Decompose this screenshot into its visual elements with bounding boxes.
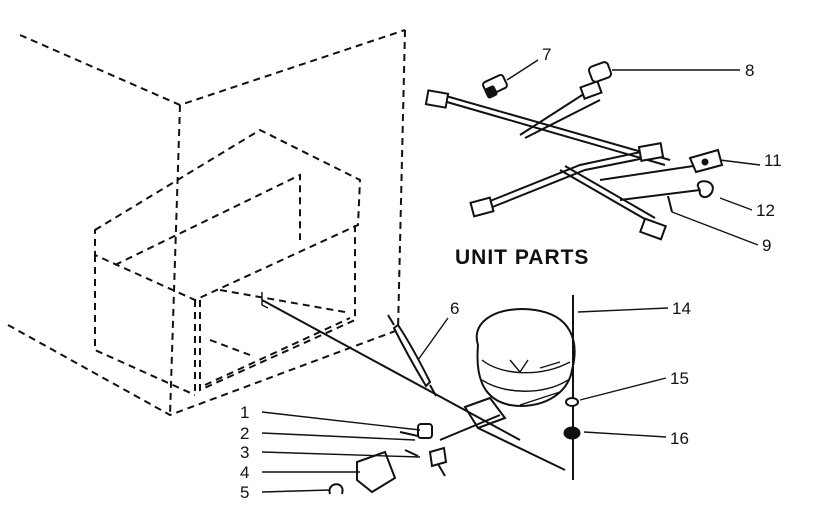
- callout-14: 14: [672, 299, 691, 318]
- harness-connector-top: [579, 80, 603, 100]
- tube-line-2: [439, 414, 501, 441]
- callout-9: 9: [762, 236, 771, 255]
- tube-line: [261, 299, 521, 441]
- callout-11: 11: [764, 151, 782, 170]
- callout-labels: 1 2 3 4 5 6 7 8 9 11 12 14 15 16: [240, 45, 782, 502]
- callout-5: 5: [240, 483, 249, 502]
- part-11-terminal-block: [688, 148, 724, 174]
- callout-6: 6: [450, 299, 459, 318]
- callout-7: 7: [542, 45, 551, 64]
- part-1: [417, 423, 433, 439]
- relay-assembly: [328, 423, 448, 495]
- diagram-title: UNIT PARTS: [455, 246, 589, 269]
- wiring-harness: [424, 80, 701, 241]
- compressor: [463, 295, 581, 480]
- cabinet-outline: [7, 29, 406, 417]
- part-9-wire: [667, 195, 673, 213]
- callout-15: 15: [670, 369, 689, 388]
- callout-8: 8: [745, 61, 754, 80]
- callout-12: 12: [756, 201, 775, 220]
- callout-3: 3: [240, 443, 249, 462]
- part-5-clip: [328, 483, 344, 495]
- callout-4: 4: [240, 463, 249, 482]
- harness-connector-mid: [637, 142, 665, 162]
- callout-2: 2: [240, 424, 249, 443]
- part-7-connector: [482, 73, 508, 99]
- part-12-clip: [696, 180, 714, 198]
- part-3: [428, 446, 448, 468]
- part-6-drier: [387, 314, 437, 397]
- callout-16: 16: [670, 429, 689, 448]
- harness-connector-left: [424, 89, 450, 109]
- harness-connector-right: [638, 217, 668, 241]
- part-4-cover: [356, 450, 397, 494]
- part-8-connector: [587, 61, 613, 83]
- callout-1: 1: [240, 403, 249, 422]
- harness-connector-bottom: [469, 196, 495, 218]
- leader-lines: [261, 59, 761, 493]
